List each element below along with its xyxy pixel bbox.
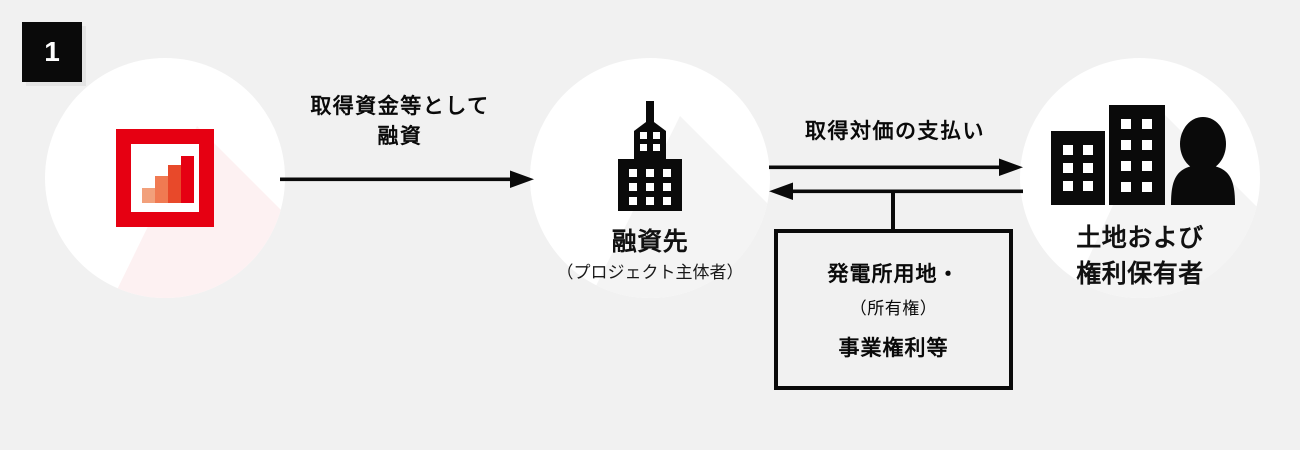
node-borrower-title: 融資先	[611, 228, 689, 256]
node-borrower-label: 融資先 （プロジェクト主体者）	[480, 226, 820, 284]
lender-icon-wrap	[45, 58, 285, 298]
flow-loan-arrow	[280, 170, 534, 188]
flow-payment-label: 取得対価の支払い	[750, 117, 1040, 147]
skyscraper-icon	[618, 101, 682, 211]
flow-loan-label-line2: 融資	[377, 125, 423, 149]
flow-transfer-arrow	[769, 182, 1023, 200]
bar-chart-framed-icon	[116, 129, 214, 227]
rights-holder-icon-wrap	[1020, 88, 1260, 218]
borrower-icon-wrap	[530, 86, 770, 226]
flow-payment-arrow	[769, 158, 1023, 176]
rights-box-line3: 事業権利等	[838, 336, 949, 360]
node-rights-holder-title: 土地および	[1076, 224, 1204, 252]
node-rights-holder-label: 土地および 権利保有者	[990, 222, 1290, 290]
flow-loan-label-line1: 取得資金等として	[310, 95, 490, 118]
flow-payment-label-line1: 取得対価の支払い	[805, 120, 985, 143]
node-rights-holder-title-line2: 権利保有者	[1076, 260, 1204, 288]
buildings-and-person-icon	[1051, 105, 1235, 205]
rights-box-connector	[891, 192, 895, 232]
rights-box-line1: 発電所用地・	[827, 262, 960, 286]
rights-box-line2: （所有権）	[849, 298, 938, 318]
step-number-badge: 1	[22, 22, 82, 82]
node-lender	[45, 58, 285, 298]
flow-loan-label: 取得資金等として 融資	[260, 92, 540, 153]
rights-box: 発電所用地・ （所有権） 事業権利等	[774, 229, 1013, 390]
node-borrower-subtitle: （プロジェクト主体者）	[556, 263, 744, 282]
step-number-text: 1	[44, 36, 60, 67]
